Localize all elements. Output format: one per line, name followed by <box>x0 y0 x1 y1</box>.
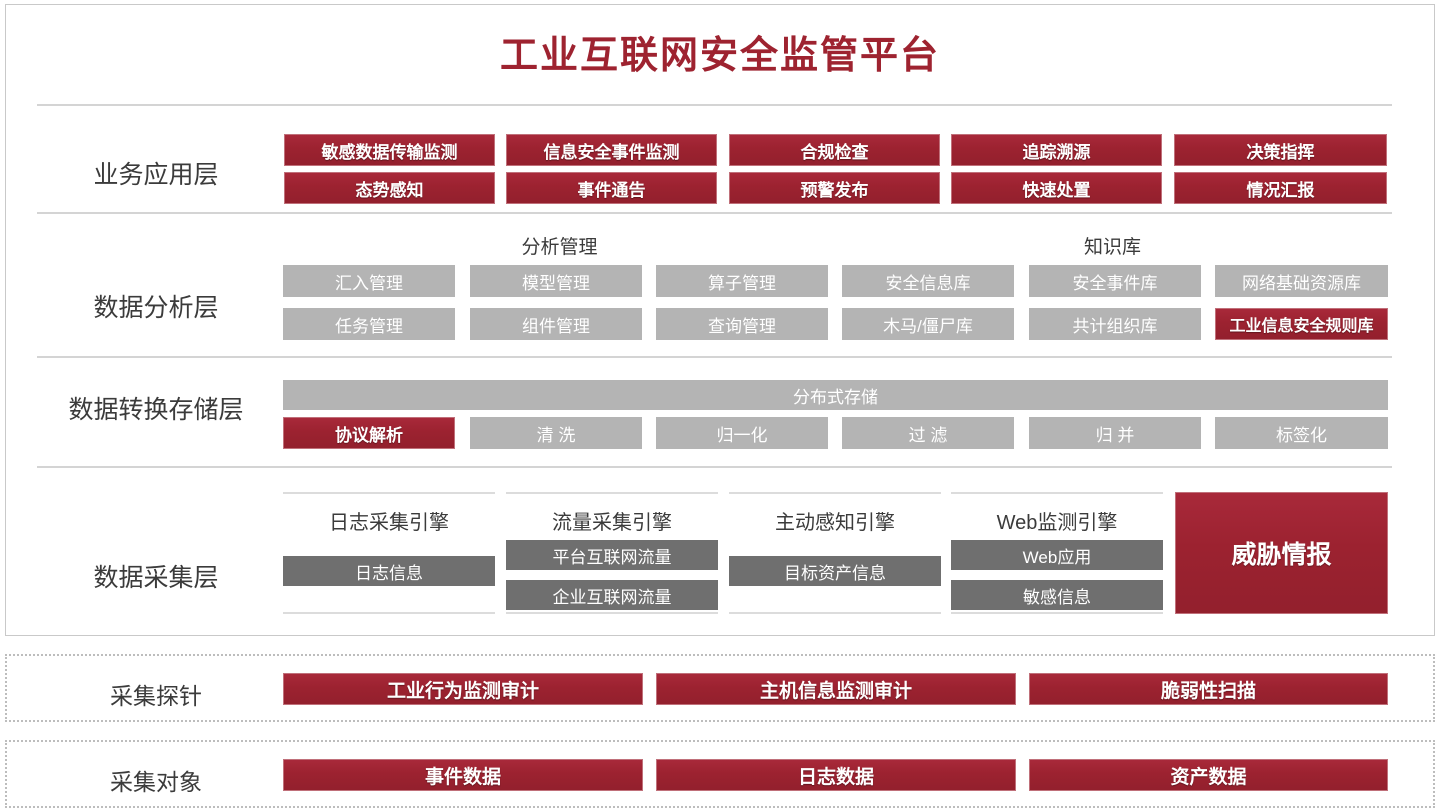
layer-label-data-collection: 数据采集层 <box>93 564 219 592</box>
app-box-decision-command[interactable]: 决策指挥 <box>1174 134 1387 166</box>
engine-title-traffic-collection: 流量采集引擎 <box>552 512 672 534</box>
analysis-box-operator-management[interactable]: 算子管理 <box>656 265 828 297</box>
engine-title-log-collection: 日志采集引擎 <box>329 512 449 534</box>
probe-box-vulnerability-scan[interactable]: 脆弱性扫描 <box>1029 673 1388 705</box>
engine-item-web-application[interactable]: Web应用 <box>951 540 1163 570</box>
analysis-box-model-management[interactable]: 模型管理 <box>470 265 642 297</box>
transform-box-merging[interactable]: 归 并 <box>1029 417 1201 449</box>
engine-bottom-rule <box>506 612 718 614</box>
transform-box-protocol-parsing[interactable]: 协议解析 <box>283 417 455 449</box>
layer-label-data-analysis: 数据分析层 <box>93 294 219 322</box>
knowledge-box-industrial-infosec-rule-library[interactable]: 工业信息安全规则库 <box>1215 308 1388 340</box>
object-box-event-data[interactable]: 事件数据 <box>283 759 643 791</box>
engine-top-rule <box>506 492 718 494</box>
app-box-early-warning-release[interactable]: 预警发布 <box>729 172 940 204</box>
engine-top-rule <box>283 492 495 494</box>
page-title: 工业互联网安全监管平台 <box>499 35 940 77</box>
transform-box-normalization[interactable]: 归一化 <box>656 417 828 449</box>
group-caption-analysis-management: 分析管理 <box>521 237 598 258</box>
app-box-incident-notification[interactable]: 事件通告 <box>506 172 717 204</box>
engine-column-web-monitoring: Web监测引擎 Web应用 敏感信息 <box>951 492 1163 614</box>
layer-label-business-application: 业务应用层 <box>93 161 219 189</box>
layer-divider-4 <box>37 466 1392 468</box>
knowledge-box-security-event-library[interactable]: 安全事件库 <box>1029 265 1201 297</box>
probe-box-industrial-behavior-audit[interactable]: 工业行为监测审计 <box>283 673 643 705</box>
knowledge-box-trojan-botnet-library[interactable]: 木马/僵尸库 <box>842 308 1014 340</box>
layer-divider-3 <box>37 356 1392 358</box>
analysis-box-ingest-management[interactable]: 汇入管理 <box>283 265 455 297</box>
transform-box-cleaning[interactable]: 清 洗 <box>470 417 642 449</box>
app-box-sensitive-data-transmission-monitoring[interactable]: 敏感数据传输监测 <box>284 134 495 166</box>
object-box-log-data[interactable]: 日志数据 <box>656 759 1016 791</box>
layer-divider-1 <box>37 104 1392 106</box>
engine-item-platform-internet-traffic[interactable]: 平台互联网流量 <box>506 540 718 570</box>
storage-banner-distributed-storage[interactable]: 分布式存储 <box>283 380 1388 410</box>
app-box-compliance-check[interactable]: 合规检查 <box>729 134 940 166</box>
app-box-tracing-traceability[interactable]: 追踪溯源 <box>951 134 1162 166</box>
app-box-rapid-disposal[interactable]: 快速处置 <box>951 172 1162 204</box>
engine-item-enterprise-internet-traffic[interactable]: 企业互联网流量 <box>506 580 718 610</box>
engine-item-log-info[interactable]: 日志信息 <box>283 556 495 586</box>
layer-label-data-transform-storage: 数据转换存储层 <box>68 396 244 424</box>
knowledge-box-network-base-resource-library[interactable]: 网络基础资源库 <box>1215 265 1388 297</box>
analysis-box-query-management[interactable]: 查询管理 <box>656 308 828 340</box>
app-box-infosec-incident-monitoring[interactable]: 信息安全事件监测 <box>506 134 717 166</box>
engine-bottom-rule <box>283 612 495 614</box>
engine-column-active-sensing: 主动感知引擎 目标资产信息 <box>729 492 941 614</box>
engine-title-active-sensing: 主动感知引擎 <box>775 512 895 534</box>
transform-box-tagging[interactable]: 标签化 <box>1215 417 1388 449</box>
analysis-box-task-management[interactable]: 任务管理 <box>283 308 455 340</box>
engine-title-web-monitoring: Web监测引擎 <box>996 512 1118 534</box>
engine-item-sensitive-info[interactable]: 敏感信息 <box>951 580 1163 610</box>
analysis-box-component-management[interactable]: 组件管理 <box>470 308 642 340</box>
engine-item-target-asset-info[interactable]: 目标资产信息 <box>729 556 941 586</box>
group-caption-knowledge-base: 知识库 <box>1083 237 1141 258</box>
probe-box-host-info-monitoring-audit[interactable]: 主机信息监测审计 <box>656 673 1016 705</box>
transform-box-filtering[interactable]: 过 滤 <box>842 417 1014 449</box>
engine-column-log-collection: 日志采集引擎 日志信息 <box>283 492 495 614</box>
engine-column-traffic-collection: 流量采集引擎 平台互联网流量 企业互联网流量 <box>506 492 718 614</box>
app-box-situation-report[interactable]: 情况汇报 <box>1174 172 1387 204</box>
app-box-situational-awareness[interactable]: 态势感知 <box>284 172 495 204</box>
bottom-label-collection-object: 采集对象 <box>110 769 202 795</box>
object-box-asset-data[interactable]: 资产数据 <box>1029 759 1388 791</box>
engine-top-rule <box>951 492 1163 494</box>
engine-bottom-rule <box>951 612 1163 614</box>
knowledge-box-conspiracy-organization-library[interactable]: 共计组织库 <box>1029 308 1201 340</box>
collection-feature-box-threat-intelligence[interactable]: 威胁情报 <box>1175 492 1388 614</box>
knowledge-box-security-info-library[interactable]: 安全信息库 <box>842 265 1014 297</box>
layer-divider-2 <box>37 212 1392 214</box>
bottom-label-collection-probe: 采集探针 <box>110 683 202 709</box>
engine-top-rule <box>729 492 941 494</box>
engine-bottom-rule <box>729 612 941 614</box>
